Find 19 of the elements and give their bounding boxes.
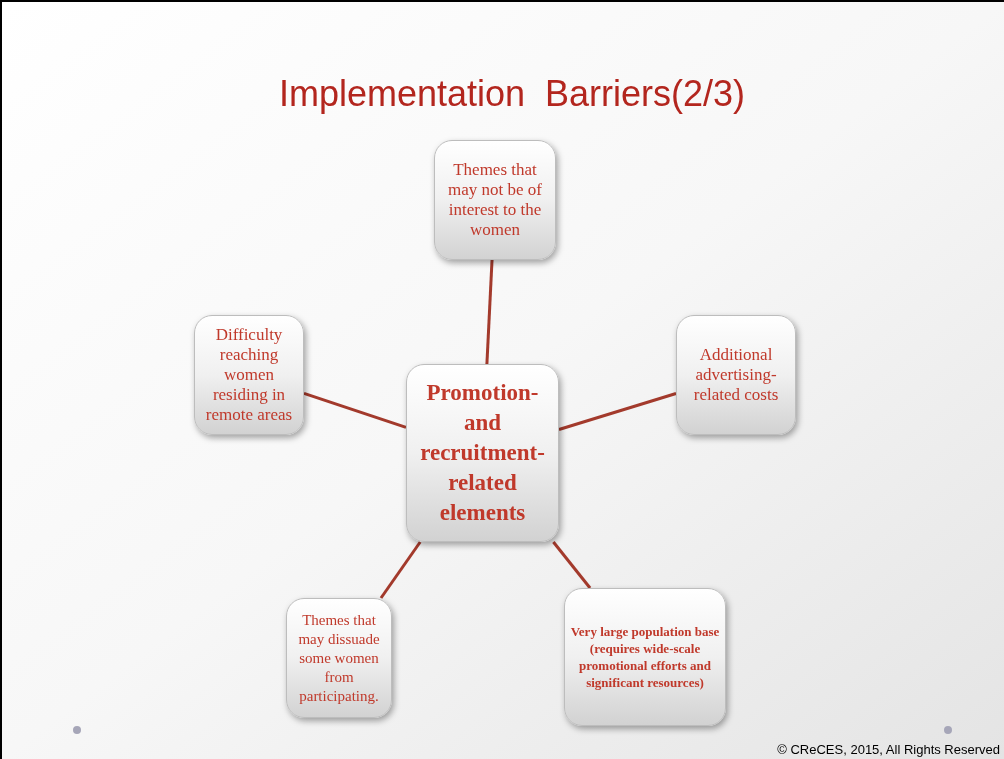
node-text: Themes that may dissuade some women from participating. [297,610,381,706]
rounded-text-box [676,315,796,435]
rounded-text-box [564,588,726,726]
node-text: Additional advertising- related costs [692,345,780,405]
rounded-text-box [194,315,304,435]
rounded-text-box [286,598,392,718]
connector-line [303,391,407,429]
rounded-text-box [406,364,559,542]
connector-line [552,541,592,589]
node-text: Promotion- and recruitment- related elements [419,379,546,527]
copyright-note: © CReCES, 2015, All Rights Reserved [777,741,1000,759]
connector-line [485,259,494,365]
connector-line [558,392,677,431]
connector-line [379,541,422,599]
slide-title: Implementation Barriers(2/3) [277,72,747,116]
node-text: Difficulty reaching women residing in remote areas [204,325,294,425]
node-text: Very large population base (requires wide-scale promotional efforts and significant resources) [569,623,721,691]
node-text: Themes that may not be of interest to the women [447,160,543,240]
rounded-text-box [434,140,556,260]
